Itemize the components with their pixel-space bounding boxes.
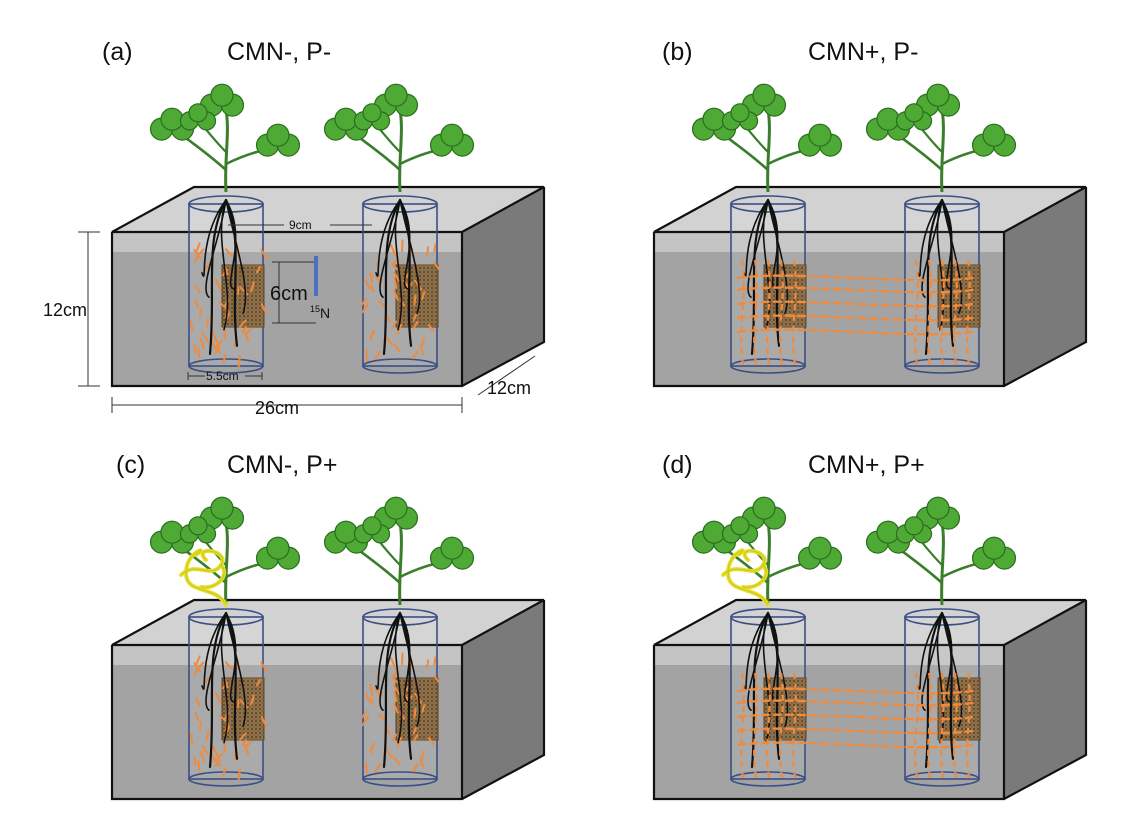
tube-spacing-label: 9cm: [289, 218, 312, 232]
plant: [865, 83, 1017, 193]
isotope-label: 15N: [310, 304, 330, 321]
plant-roots: [201, 198, 247, 355]
plant: [149, 496, 301, 607]
panel-d-letter: (d): [662, 451, 693, 479]
panel-a-title: CMN-, P-: [227, 38, 331, 66]
soil-side-face: [462, 187, 544, 386]
plant: [323, 496, 475, 606]
soil-side-face: [462, 600, 544, 799]
panel-c-letter: (c): [116, 451, 145, 479]
plant-roots: [375, 611, 421, 768]
parasite-dodder: [179, 548, 228, 607]
height-dimension-label: 12cm: [43, 300, 87, 320]
box-outline: [110, 185, 546, 388]
bag-height-label: 6cm: [270, 283, 308, 305]
panel-b-letter: (b): [662, 38, 693, 66]
dimension-annotations: [78, 224, 536, 413]
panel-b: [652, 83, 1088, 388]
plant-roots: [375, 198, 421, 355]
panel-b-title: CMN+, P-: [808, 38, 918, 66]
growth-tube-1: [149, 83, 301, 374]
panel-c-title: CMN-, P+: [227, 451, 337, 479]
plant-roots: [743, 611, 789, 768]
growth-tube-2: [323, 496, 475, 787]
box-outline: [652, 598, 1088, 801]
tube-diameter-label: 5.5cm: [206, 369, 239, 383]
length-dimension-label: 26cm: [255, 398, 299, 418]
panel-d-title: CMN+, P+: [808, 451, 925, 479]
soil-side-face: [1004, 600, 1086, 799]
growth-tube-2: [865, 496, 1017, 787]
plant-roots: [201, 611, 247, 768]
plant: [149, 83, 301, 193]
box-outline: [110, 598, 546, 801]
plant: [691, 83, 843, 193]
soil-side-face: [1004, 187, 1086, 386]
panel-c: [110, 496, 546, 801]
growth-tube-2: [323, 83, 475, 374]
plant: [865, 496, 1017, 606]
panel-a-letter: (a): [102, 38, 133, 66]
panel-a: [110, 83, 546, 388]
hyphal-network: [736, 259, 974, 371]
panel-d: [652, 496, 1088, 801]
parasite-dodder: [721, 548, 770, 607]
plant: [323, 83, 475, 193]
box-outline: [652, 185, 1088, 388]
hyphal-network: [736, 672, 974, 784]
depth-dimension-label: 12cm: [487, 378, 531, 398]
plant: [691, 496, 843, 607]
growth-tube-1: [149, 496, 301, 787]
